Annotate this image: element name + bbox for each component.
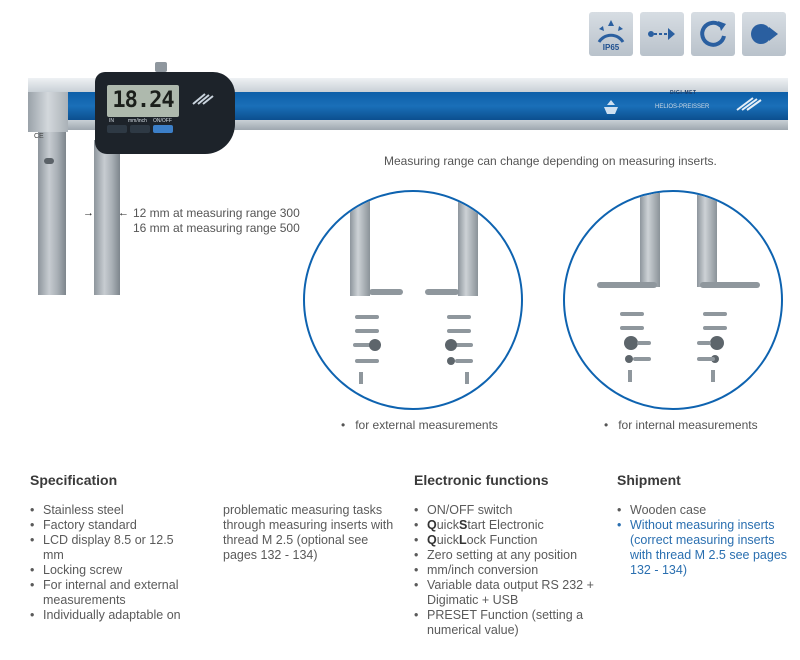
list-item: Without measuring inserts (correct measu…: [617, 518, 792, 578]
list-item: For internal and external measurements: [30, 578, 195, 608]
external-inserts-circle: [303, 190, 523, 410]
electronic-title: Electronic functions: [414, 472, 549, 488]
external-caption: • for external measurements: [341, 418, 498, 432]
list-item: ON/OFF switch: [414, 503, 604, 518]
list-item: QuickLock Function: [414, 533, 604, 548]
locking-screw: [155, 62, 167, 72]
list-item: mm/inch conversion: [414, 563, 604, 578]
jaw-engraving: CE: [34, 133, 44, 140]
helios-logo-icon: [604, 100, 618, 114]
lcd-brand-icon: [192, 93, 214, 105]
list-item: Zero setting at any position: [414, 548, 604, 563]
bar-brand-sub: HELIOS-PREISSER: [655, 104, 710, 110]
btn-label-onoff: ON/OFF: [153, 118, 172, 124]
onoff-button: [153, 125, 173, 133]
list-item: Factory standard: [30, 518, 195, 533]
list-item: Individually adaptable on: [30, 608, 195, 623]
list-item: Stainless steel: [30, 503, 195, 518]
specification-continuation: problematic measuring tasks through meas…: [223, 503, 394, 562]
list-item: Variable data output RS 232 + Digimatic …: [414, 578, 604, 608]
list-item: Locking screw: [30, 563, 195, 578]
list-item: QuickStart Electronic: [414, 518, 604, 533]
bar-brand: DIGI-MET: [670, 90, 697, 96]
ip65-icon: IP65: [589, 12, 633, 56]
thickness-arrow-left-icon: →: [83, 207, 94, 219]
thickness-arrow-right-icon: ←: [118, 207, 129, 219]
internal-inserts-circle: [563, 190, 783, 410]
jaw-slot: [44, 158, 54, 164]
thickness-line-1: 12 mm at measuring range 300: [133, 206, 300, 220]
specification-title: Specification: [30, 472, 118, 488]
specification-list: Stainless steel Factory standard LCD dis…: [30, 503, 195, 623]
range-note: Measuring range can change depending on …: [384, 154, 717, 168]
lcd-unit: 18.24 IN mm/inch ON/OFF: [95, 72, 235, 154]
btn-label-in: IN: [109, 118, 114, 124]
caliper-beam-bottom: [28, 120, 788, 130]
data-transfer-icon: [640, 12, 684, 56]
data-output-icon: [742, 12, 786, 56]
list-item: Wooden case: [617, 503, 792, 518]
mminch-button: [130, 125, 150, 133]
rotation-icon: [691, 12, 735, 56]
brand-swoosh-icon: [736, 97, 762, 111]
lcd-display: 18.24: [107, 85, 179, 117]
btn-label-mminch: mm/inch: [128, 118, 147, 124]
fixed-jaw: [38, 130, 66, 295]
shipment-title: Shipment: [617, 472, 681, 488]
list-item: LCD display 8.5 or 12.5 mm: [30, 533, 195, 563]
in-button: [107, 125, 127, 133]
shipment-list: Wooden case Without measuring inserts (c…: [617, 503, 792, 578]
fixed-jaw-head: [28, 92, 68, 132]
thickness-line-2: 16 mm at measuring range 500: [133, 221, 300, 235]
electronic-list: ON/OFF switch QuickStart Electronic Quic…: [414, 503, 604, 638]
thickness-note: 12 mm at measuring range 300 16 mm at me…: [133, 206, 300, 236]
svg-text:IP65: IP65: [603, 43, 620, 52]
list-item: PRESET Function (setting a numerical val…: [414, 608, 604, 638]
sliding-jaw: [94, 140, 120, 295]
internal-caption: • for internal measurements: [604, 418, 758, 432]
